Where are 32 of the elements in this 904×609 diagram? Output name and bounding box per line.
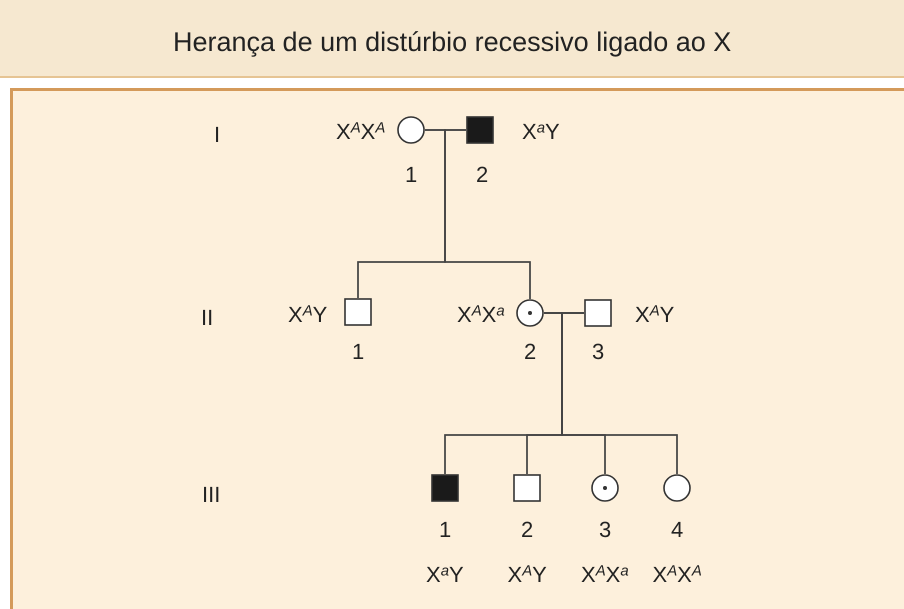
male-symbol bbox=[344, 298, 372, 326]
individual-number: 2 bbox=[524, 339, 536, 365]
carrier-female-symbol bbox=[591, 474, 619, 502]
genotype-label: X$^{A}$X$^{a}$ bbox=[581, 562, 629, 588]
individual-number: 3 bbox=[592, 339, 604, 365]
genotype-label: X$^{A}$Y bbox=[508, 562, 547, 588]
genotype-label: X$^{A}$Y bbox=[635, 302, 674, 328]
generation-numeral: III bbox=[202, 482, 220, 508]
genotype-label: X$^{a}$Y bbox=[426, 562, 464, 588]
title: Herança de um distúrbio recessivo ligado ao X bbox=[173, 26, 732, 58]
genotype-label: X$^{A}$Y bbox=[288, 302, 328, 328]
genotype-label: X$^{A}$X$^{A}$ bbox=[652, 562, 702, 588]
individual-number: 1 bbox=[405, 162, 418, 188]
affected-male-symbol bbox=[431, 474, 459, 502]
male-symbol bbox=[584, 299, 612, 327]
descent-line bbox=[444, 129, 531, 299]
individual-number: 4 bbox=[671, 517, 684, 543]
individual-number: 1 bbox=[439, 517, 452, 543]
male-symbol bbox=[513, 474, 541, 502]
individual-number: 2 bbox=[521, 517, 534, 543]
female-symbol bbox=[663, 474, 691, 502]
carrier-female-symbol bbox=[516, 299, 544, 327]
generation-numeral: II bbox=[201, 305, 214, 331]
genotype-label: X$^{a}$Y bbox=[522, 119, 560, 145]
individual-number: 2 bbox=[476, 162, 488, 188]
genotype-label: X$^{A}$X$^{a}$ bbox=[457, 302, 505, 328]
female-symbol bbox=[397, 116, 425, 144]
individual-number: 1 bbox=[352, 339, 364, 365]
generation-numeral: I bbox=[214, 122, 220, 148]
genotype-label: X$^{A}$X$^{A}$ bbox=[336, 119, 386, 145]
individual-number: 3 bbox=[599, 517, 612, 543]
affected-male-symbol bbox=[466, 116, 494, 144]
